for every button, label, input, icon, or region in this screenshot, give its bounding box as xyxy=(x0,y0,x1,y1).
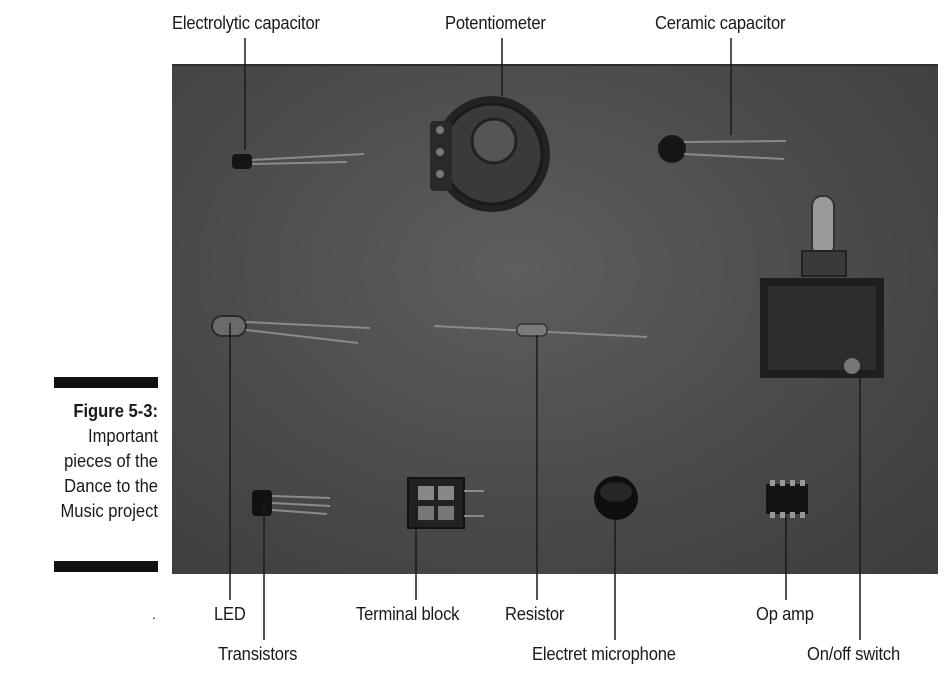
caption-rule-bottom xyxy=(54,561,158,572)
stray-mark: . xyxy=(152,606,156,622)
ceramic-capacitor-part xyxy=(658,135,787,163)
label-electrolytic-capacitor: Electrolytic capacitor xyxy=(172,13,320,33)
op-amp-part xyxy=(766,480,808,518)
figure-number: Figure 5-3: xyxy=(73,401,158,421)
figure-caption-text: Important pieces of the Dance to the Mus… xyxy=(60,426,158,521)
components-illustration xyxy=(211,96,884,529)
label-resistor: Resistor xyxy=(505,604,565,624)
terminal-block-part xyxy=(407,477,484,529)
transistor-part xyxy=(252,490,331,516)
potentiometer-part xyxy=(430,96,550,212)
label-led: LED xyxy=(214,604,246,624)
label-op-amp: Op amp xyxy=(756,604,814,624)
label-terminal-block: Terminal block xyxy=(356,604,460,624)
label-transistors: Transistors xyxy=(218,644,298,664)
caption-rule-top xyxy=(54,377,158,388)
resistor-part xyxy=(433,323,648,338)
label-potentiometer: Potentiometer xyxy=(445,13,546,33)
toggle-switch-part xyxy=(760,195,884,378)
microphone-part xyxy=(594,476,638,520)
label-on-off-switch: On/off switch xyxy=(807,644,901,664)
label-electret-microphone: Electret microphone xyxy=(532,644,676,664)
figure-caption: Figure 5-3: Important pieces of the Danc… xyxy=(49,399,158,524)
label-ceramic-capacitor: Ceramic capacitor xyxy=(655,13,786,33)
components-photo xyxy=(172,64,938,574)
led-part xyxy=(211,315,371,344)
electrolytic-capacitor-part xyxy=(232,153,365,169)
